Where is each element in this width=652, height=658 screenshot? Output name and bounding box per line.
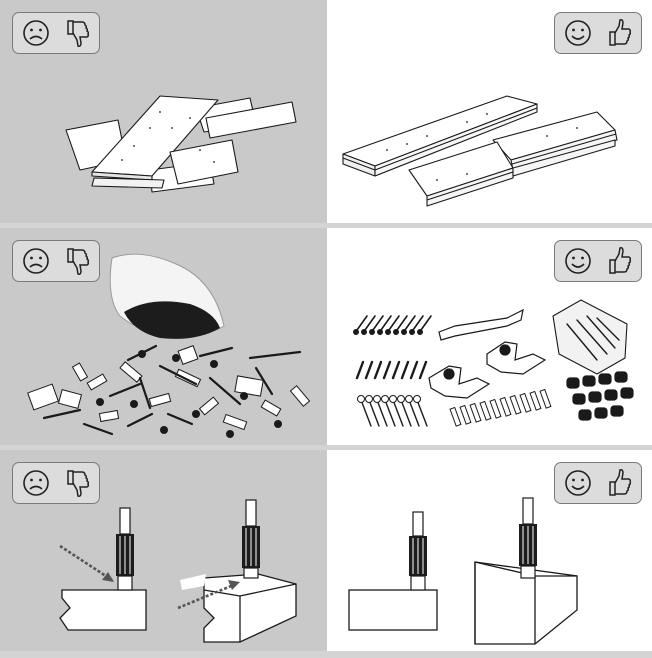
bad-badge bbox=[12, 462, 100, 504]
panel-boards-good bbox=[327, 0, 652, 223]
good-badge bbox=[554, 240, 642, 282]
row-separator bbox=[0, 445, 652, 450]
panel-dowel-bad bbox=[0, 450, 327, 651]
loose-hardware-pile-illustration bbox=[27, 253, 311, 438]
good-badge bbox=[554, 462, 642, 504]
wrong-dowel-insertion-illustration bbox=[59, 499, 297, 643]
bad-badge bbox=[12, 240, 100, 282]
panel-hardware-good bbox=[327, 228, 652, 445]
good-badge bbox=[554, 12, 642, 54]
panel-boards-bad bbox=[0, 0, 327, 223]
row-separator bbox=[0, 651, 652, 658]
row-separator bbox=[0, 223, 652, 228]
bad-badge bbox=[12, 12, 100, 54]
sorted-hardware-illustration bbox=[353, 299, 634, 427]
stacked-boards-illustration bbox=[342, 95, 618, 207]
panel-hardware-bad bbox=[0, 228, 327, 445]
correct-dowel-insertion-illustration bbox=[348, 497, 578, 645]
messy-boards-illustration bbox=[65, 95, 297, 193]
panel-dowel-good bbox=[327, 450, 652, 651]
